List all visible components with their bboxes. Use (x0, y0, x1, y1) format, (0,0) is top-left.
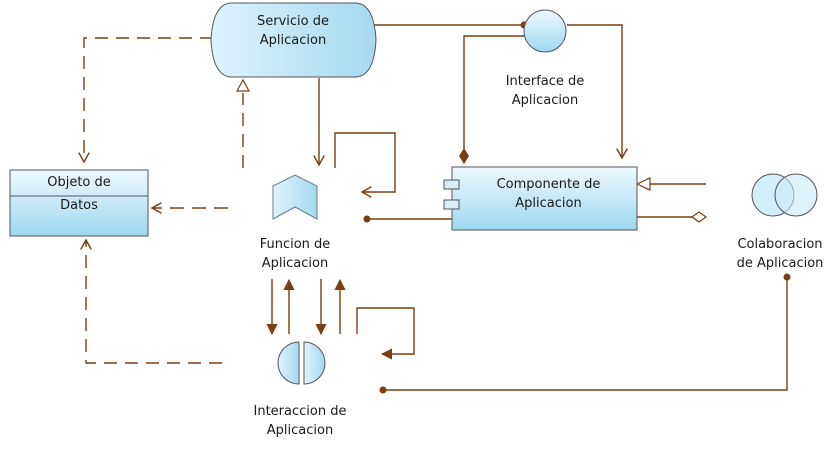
objeto-de-datos-node[interactable] (9, 169, 149, 237)
colaboracion-label: Colaboracion de Aplicacion (722, 235, 838, 273)
conn-interface-componente-right (567, 24, 628, 160)
conn-servicio-objeto (78, 37, 213, 164)
componente-label-line2: Aplicacion (515, 196, 582, 211)
funcion-label-line1: Funcion de (259, 237, 331, 252)
colaboracion-label-line1: Colaboracion (737, 237, 823, 252)
interaction-left-half (277, 341, 300, 385)
objeto-label-line1: Objeto de (47, 175, 111, 190)
interface-de-aplicacion-node[interactable] (523, 9, 567, 53)
interaccion-label: Interaccion de Aplicacion (230, 402, 370, 440)
interface-label-line2: Aplicacion (511, 93, 579, 108)
interaccion-label-line2: Aplicacion (266, 423, 334, 438)
interface-circle (523, 9, 567, 53)
colaboracion-de-aplicacion-node[interactable] (751, 173, 818, 217)
conn-funcion-self-loop (334, 132, 396, 198)
conn-interface-componente-left (463, 35, 524, 163)
service-shape (210, 2, 377, 78)
specialization-triangle (635, 177, 651, 191)
conn-interaccion-objeto (80, 238, 222, 364)
interaccion-de-aplicacion-node[interactable] (277, 341, 326, 385)
composition-diamond (459, 148, 469, 164)
objeto-label: Objeto de Datos (10, 173, 148, 215)
realization-triangle (235, 78, 251, 92)
component-box (451, 166, 638, 231)
servicio-de-aplicacion-node[interactable] (210, 2, 377, 78)
component-tab-bottom (443, 199, 460, 210)
function-chevron-icon (272, 174, 318, 220)
componente-label-line1: Componente de (496, 177, 601, 192)
componente-de-aplicacion-node[interactable] (443, 166, 638, 231)
component-tab-top (443, 179, 460, 190)
funcion-de-aplicacion-node[interactable] (272, 174, 318, 220)
aggregation-diamond (690, 211, 708, 223)
data-object-box (9, 169, 149, 237)
funcion-label: Funcion de Aplicacion (235, 235, 355, 273)
interaction-right-half (303, 341, 326, 385)
interface-label-line1: Interface de (505, 74, 585, 89)
servicio-label: Servicio de Aplicacion (213, 12, 373, 50)
conn-interaccion-self-loop (356, 307, 415, 360)
interface-label: Interface de Aplicacion (485, 72, 605, 110)
conn-dot (363, 215, 371, 223)
colaboracion-label-line2: de Aplicacion (736, 256, 824, 271)
servicio-label-line1: Servicio de (257, 14, 329, 29)
connectors (78, 21, 791, 394)
interaccion-label-line1: Interaccion de (253, 404, 347, 419)
servicio-label-line2: Aplicacion (259, 33, 327, 48)
objeto-label-line2: Datos (60, 198, 98, 213)
conn-dot (783, 273, 791, 281)
funcion-label-line2: Aplicacion (261, 256, 329, 271)
collaboration-circle-right (774, 173, 818, 217)
conn-colaboracion-interaccion (383, 277, 788, 391)
componente-label: Componente de Aplicacion (460, 175, 637, 213)
conn-dot (379, 386, 387, 394)
